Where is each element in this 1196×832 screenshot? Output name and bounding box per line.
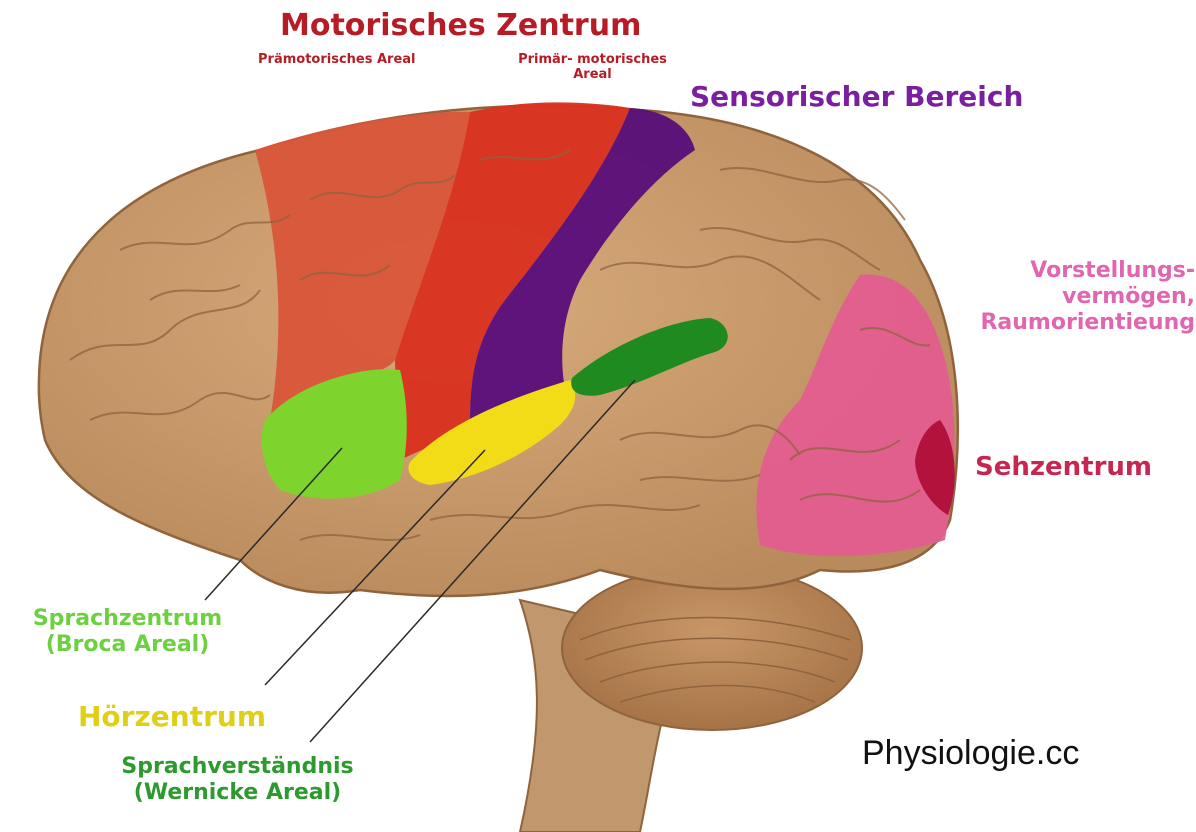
- wernicke-label-line1: Sprachverständnis: [100, 754, 375, 780]
- imagination-label-line3: Raumorientieung: [930, 310, 1195, 336]
- wernicke-label: Sprachverständnis (Wernicke Areal): [100, 754, 375, 806]
- watermark: Physiologie.cc: [862, 734, 1079, 773]
- premotor-area-label: Prämotorisches Areal: [258, 52, 416, 67]
- imagination-label: Vorstellungs- vermögen, Raumorientieung: [930, 258, 1195, 336]
- visual-center-label: Sehzentrum: [975, 452, 1152, 483]
- imagination-label-line2: vermögen,: [930, 284, 1195, 310]
- wernicke-label-line2: (Wernicke Areal): [100, 780, 375, 806]
- sensory-area-label: Sensorischer Bereich: [690, 80, 1023, 113]
- primary-motor-label: Primär- motorisches Areal: [490, 52, 695, 83]
- cerebellum: [562, 566, 862, 730]
- broca-label-line1: Sprachzentrum: [0, 606, 255, 632]
- primary-motor-label-line1: Primär- motorisches: [490, 52, 695, 67]
- auditory-center-label: Hörzentrum: [78, 700, 266, 733]
- motor-center-label: Motorisches Zentrum: [280, 8, 640, 43]
- primary-motor-label-line2: Areal: [490, 67, 695, 82]
- broca-label: Sprachzentrum (Broca Areal): [0, 606, 255, 658]
- imagination-label-line1: Vorstellungs-: [930, 258, 1195, 284]
- broca-label-line2: (Broca Areal): [0, 632, 255, 658]
